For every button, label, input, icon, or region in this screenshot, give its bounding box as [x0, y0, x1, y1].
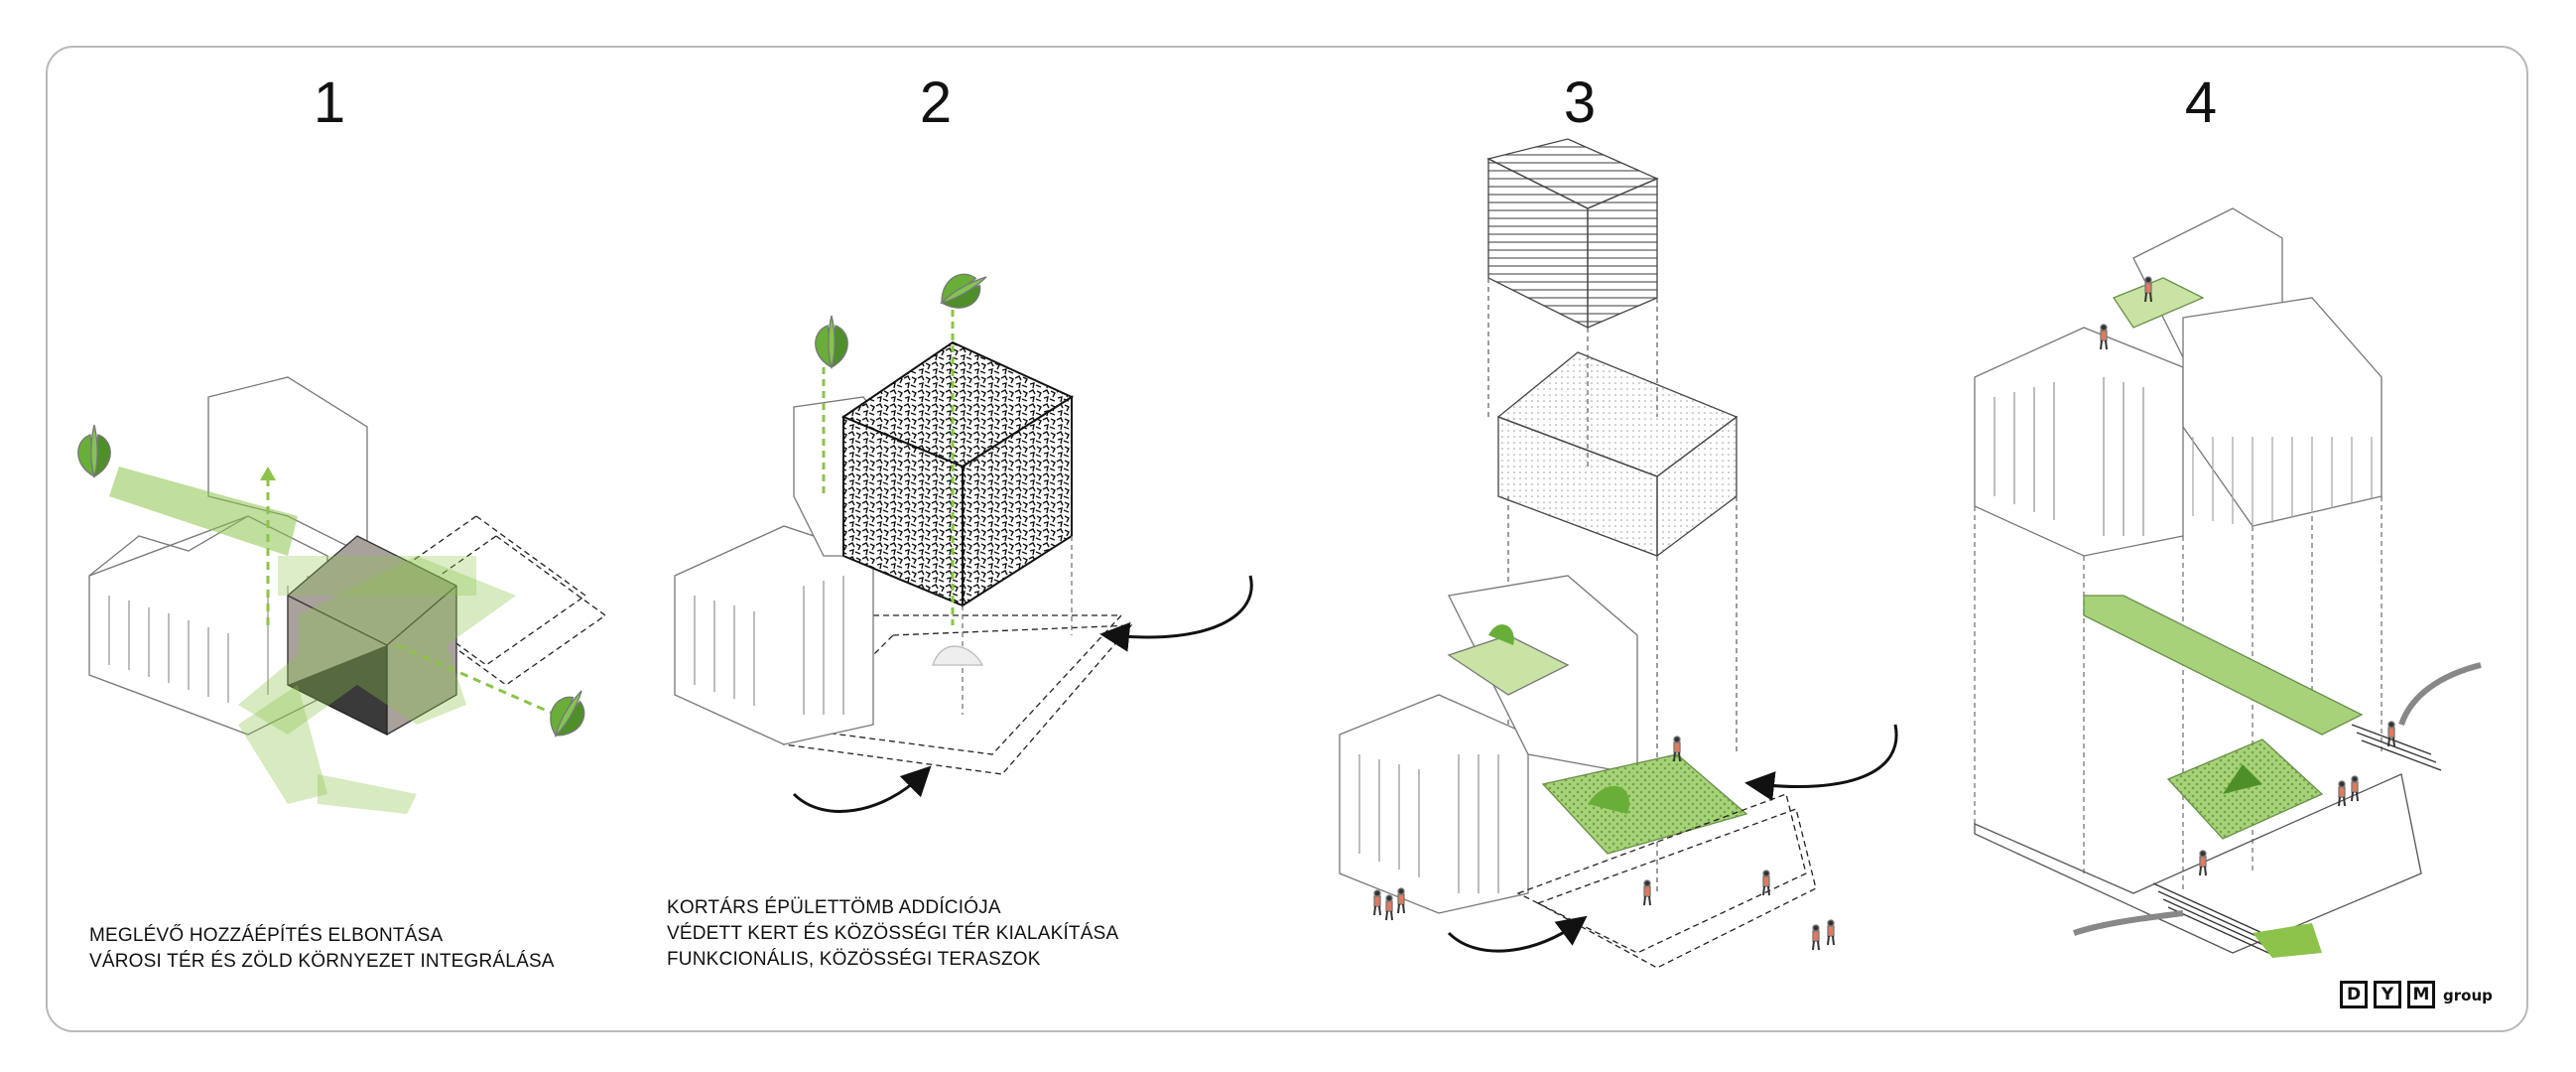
logo-letter-y: Y — [2374, 981, 2401, 1008]
logo-word: group — [2443, 987, 2493, 1005]
step-1-drawing — [77, 376, 607, 814]
step-3-drawing — [1339, 138, 1898, 969]
step-2-drawing — [674, 262, 1253, 813]
dym-group-logo: D Y M group — [2340, 981, 2493, 1008]
logo-letter-m: M — [2407, 981, 2435, 1008]
step-2-caption: KORTÁRS ÉPÜLETTÖMB ADDÍCIÓJA VÉDETT KERT… — [667, 895, 1118, 973]
step-1-caption-line-1: MEGLÉVŐ HOZZÁÉPÍTÉS ELBONTÁSA — [89, 925, 444, 946]
step-1-caption: MEGLÉVŐ HOZZÁÉPÍTÉS ELBONTÁSA VÁROSI TÉR… — [89, 923, 555, 975]
diagram-frame — [46, 46, 2528, 1032]
step-3-number: 3 — [1563, 70, 1597, 135]
step-2-caption-line-2: VÉDETT KERT ÉS KÖZÖSSÉGI TÉR KIALAKÍTÁSA — [667, 923, 1119, 944]
step-2-number: 2 — [919, 70, 953, 135]
step-4-drawing — [1974, 207, 2482, 958]
step-1-caption-line-2: VÁROSI TÉR ÉS ZÖLD KÖRNYEZET INTEGRÁLÁSA — [89, 951, 555, 972]
step-2-caption-line-3: FUNKCIONÁLIS, KÖZÖSSÉGI TERASZOK — [667, 949, 1041, 970]
step-2-caption-line-1: KORTÁRS ÉPÜLETTÖMB ADDÍCIÓJA — [667, 897, 1001, 918]
step-1-number: 1 — [313, 70, 346, 135]
logo-letter-d: D — [2340, 981, 2368, 1008]
step-4-number: 4 — [2184, 70, 2218, 135]
